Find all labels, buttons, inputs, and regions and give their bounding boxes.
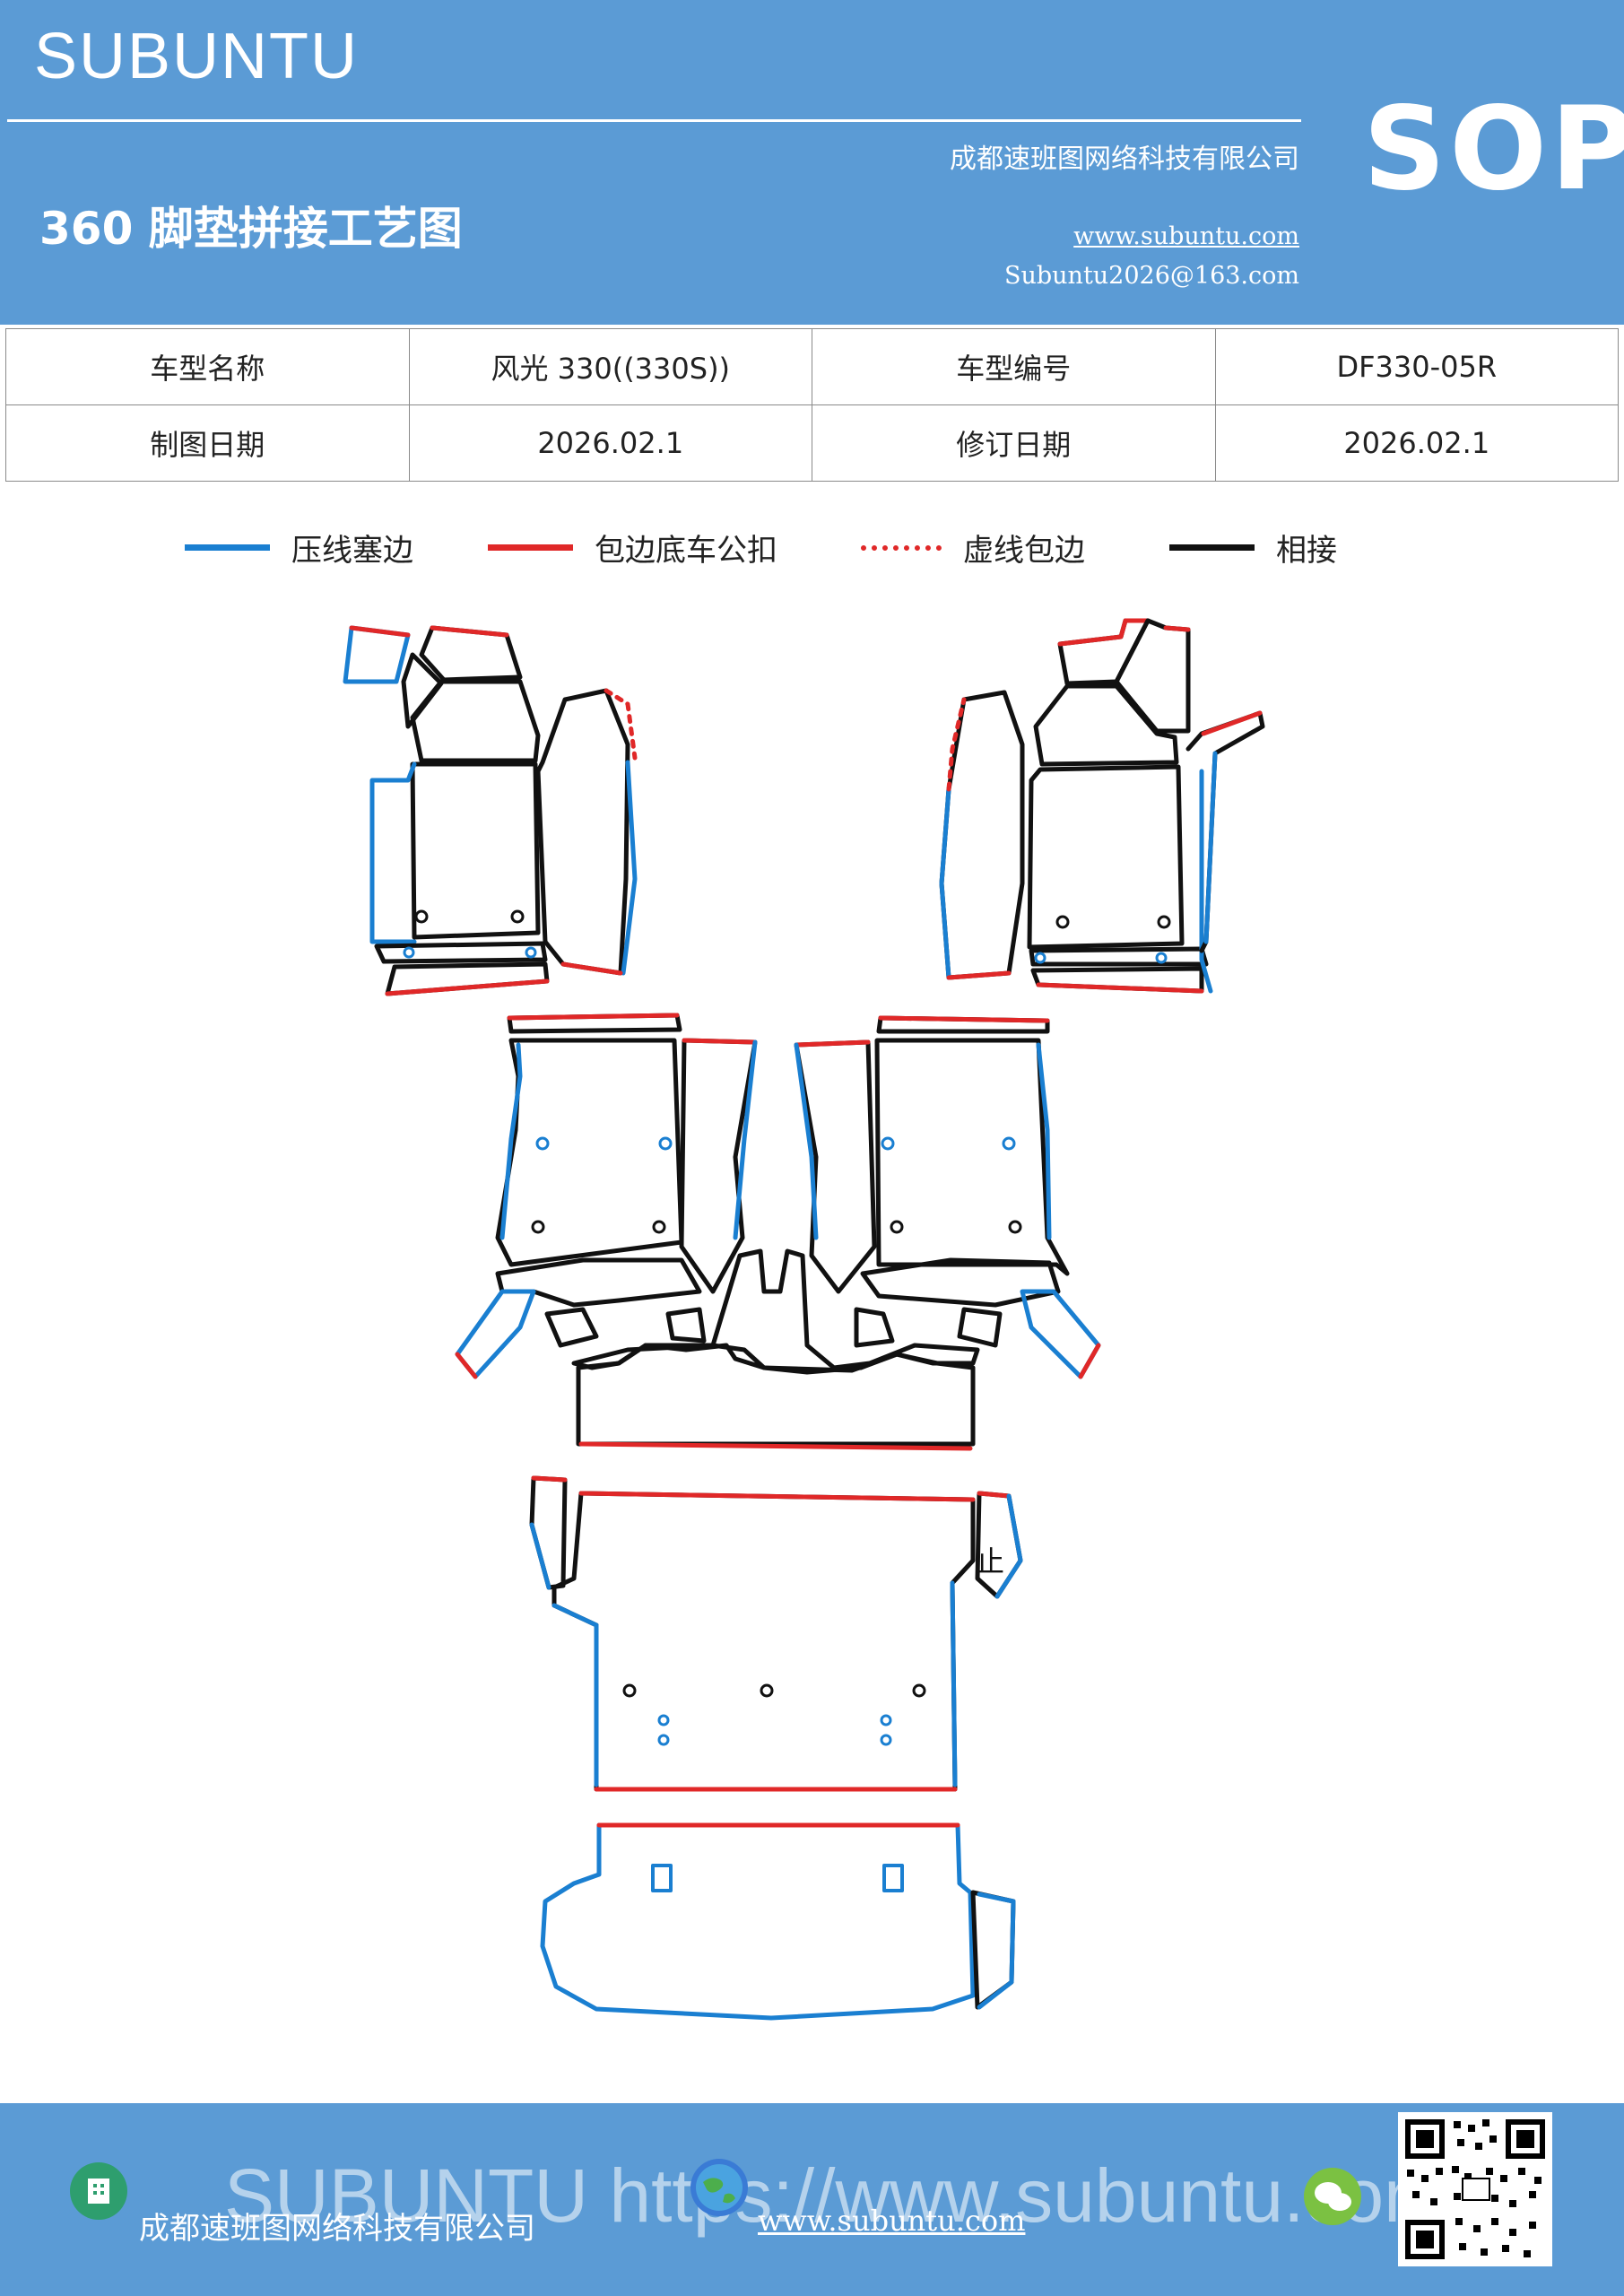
model-code-value: DF330-05R bbox=[1214, 328, 1619, 405]
mat-piece bbox=[1033, 683, 1179, 767]
mat-piece bbox=[410, 679, 541, 763]
mat-piece bbox=[1114, 618, 1191, 734]
wechat-icon bbox=[1304, 2168, 1361, 2225]
model-name-label: 车型名称 bbox=[5, 328, 410, 405]
mat-piece bbox=[957, 1307, 1003, 1348]
email-address[interactable]: Subuntu2026@163.com bbox=[1004, 262, 1299, 290]
model-code-label: 车型编号 bbox=[812, 328, 1216, 405]
legend-item-joined: 相接 bbox=[1169, 526, 1337, 570]
mat-piece bbox=[529, 1475, 568, 1590]
rear-floor-connector bbox=[576, 1343, 976, 1447]
revise-date-label: 修订日期 bbox=[812, 404, 1216, 482]
mat-piece bbox=[455, 1289, 536, 1379]
second-row-mat-group bbox=[455, 1013, 1101, 1451]
mat-piece bbox=[495, 1257, 702, 1308]
legend-item-press-line: 压线塞边 bbox=[185, 526, 413, 570]
footer-banner: SUBUNTU https://www.subuntu.com 成都速班图网络科… bbox=[0, 2103, 1624, 2296]
mat-piece bbox=[794, 1039, 877, 1294]
legend-swatch bbox=[861, 544, 942, 551]
legend-swatch bbox=[488, 544, 573, 551]
header-divider bbox=[7, 119, 1301, 122]
mat-piece bbox=[1027, 764, 1185, 950]
draw-date-label: 制图日期 bbox=[5, 404, 410, 482]
mat-piece bbox=[665, 1307, 707, 1344]
revise-date-value: 2026.02.1 bbox=[1214, 404, 1619, 482]
legend-label: 包边底车公扣 bbox=[595, 533, 777, 569]
rear-mat-group bbox=[529, 1475, 1023, 2021]
company-name: 成都速班图网络科技有限公司 bbox=[950, 144, 1299, 175]
table-row: 制图日期 2026.02.1 修订日期 2026.02.1 bbox=[5, 404, 1619, 482]
legend-item-wrap-edge: 包边底车公扣 bbox=[488, 526, 777, 570]
table-row: 车型名称 风光 330((330S)) 车型编号 DF330-05R bbox=[5, 328, 1619, 405]
header-banner: SUBUNTU SOP 360 脚垫拼接工艺图 成都速班图网络科技有限公司 ww… bbox=[0, 0, 1624, 325]
cargo-mat bbox=[540, 1822, 976, 2021]
brand-name: SUBUNTU bbox=[34, 21, 360, 92]
document-title: 360 脚垫拼接工艺图 bbox=[39, 203, 463, 255]
legend: 压线塞边 包边底车公扣 虚线包边 相接 bbox=[0, 526, 1624, 570]
mat-piece bbox=[401, 652, 444, 729]
mat-piece bbox=[374, 941, 548, 964]
footer-company-name: 成都速班图网络科技有限公司 bbox=[139, 2211, 535, 2247]
legend-label: 压线塞边 bbox=[291, 533, 413, 569]
building-icon bbox=[70, 2162, 127, 2220]
footer-watermark: SUBUNTU https://www.subuntu.com bbox=[224, 2153, 1447, 2238]
website-link[interactable]: www.subuntu.com bbox=[1073, 222, 1299, 250]
sop-label: SOP bbox=[1363, 83, 1624, 216]
legend-swatch bbox=[185, 544, 270, 551]
mat-piece bbox=[1057, 618, 1151, 686]
stop-mark: 止 bbox=[976, 1544, 1004, 1578]
info-table: 车型名称 风光 330((330S)) 车型编号 DF330-05R 制图日期 … bbox=[5, 328, 1619, 482]
front-left-mat-group bbox=[343, 625, 638, 996]
mat-piece bbox=[874, 1038, 1070, 1276]
draw-date-value: 2026.02.1 bbox=[408, 404, 812, 482]
legend-label: 相接 bbox=[1276, 533, 1337, 569]
legend-item-dotted-edge: 虚线包边 bbox=[861, 526, 1085, 570]
globe-icon bbox=[690, 2159, 748, 2216]
legend-swatch bbox=[1169, 544, 1255, 551]
mat-piece bbox=[970, 1890, 1016, 2010]
mat-piece bbox=[1020, 1289, 1101, 1379]
mat-piece bbox=[544, 1307, 599, 1348]
qr-code bbox=[1398, 2112, 1552, 2266]
front-right-mat-group bbox=[939, 618, 1265, 994]
mat-piece bbox=[1029, 946, 1209, 967]
legend-label: 虚线包边 bbox=[963, 533, 1085, 569]
mat-piece bbox=[410, 761, 541, 940]
mat-piece bbox=[860, 1257, 1061, 1308]
mat-piece bbox=[1185, 710, 1265, 953]
model-name-value: 风光 330((330S)) bbox=[408, 328, 812, 405]
mat-piece bbox=[854, 1307, 895, 1348]
mat-piece bbox=[535, 688, 630, 976]
footer-website-link[interactable]: www.subuntu.com bbox=[758, 2204, 1026, 2238]
mat-piece bbox=[551, 1491, 976, 1792]
